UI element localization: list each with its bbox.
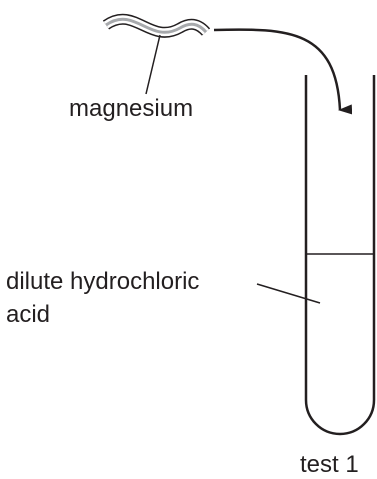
- drop-arrow: [213, 28, 353, 115]
- test-tube: [304, 75, 376, 436]
- acid-label-line2: acid: [6, 301, 51, 328]
- magnesium-leader-line: [145, 34, 161, 95]
- acid-label-line1: dilute hydrochloric: [6, 268, 200, 295]
- magnesium-ribbon: [102, 13, 211, 38]
- magnesium-label: magnesium: [69, 95, 194, 122]
- acid-leader-line: [256, 283, 321, 304]
- test-tube-label: test 1: [300, 451, 359, 478]
